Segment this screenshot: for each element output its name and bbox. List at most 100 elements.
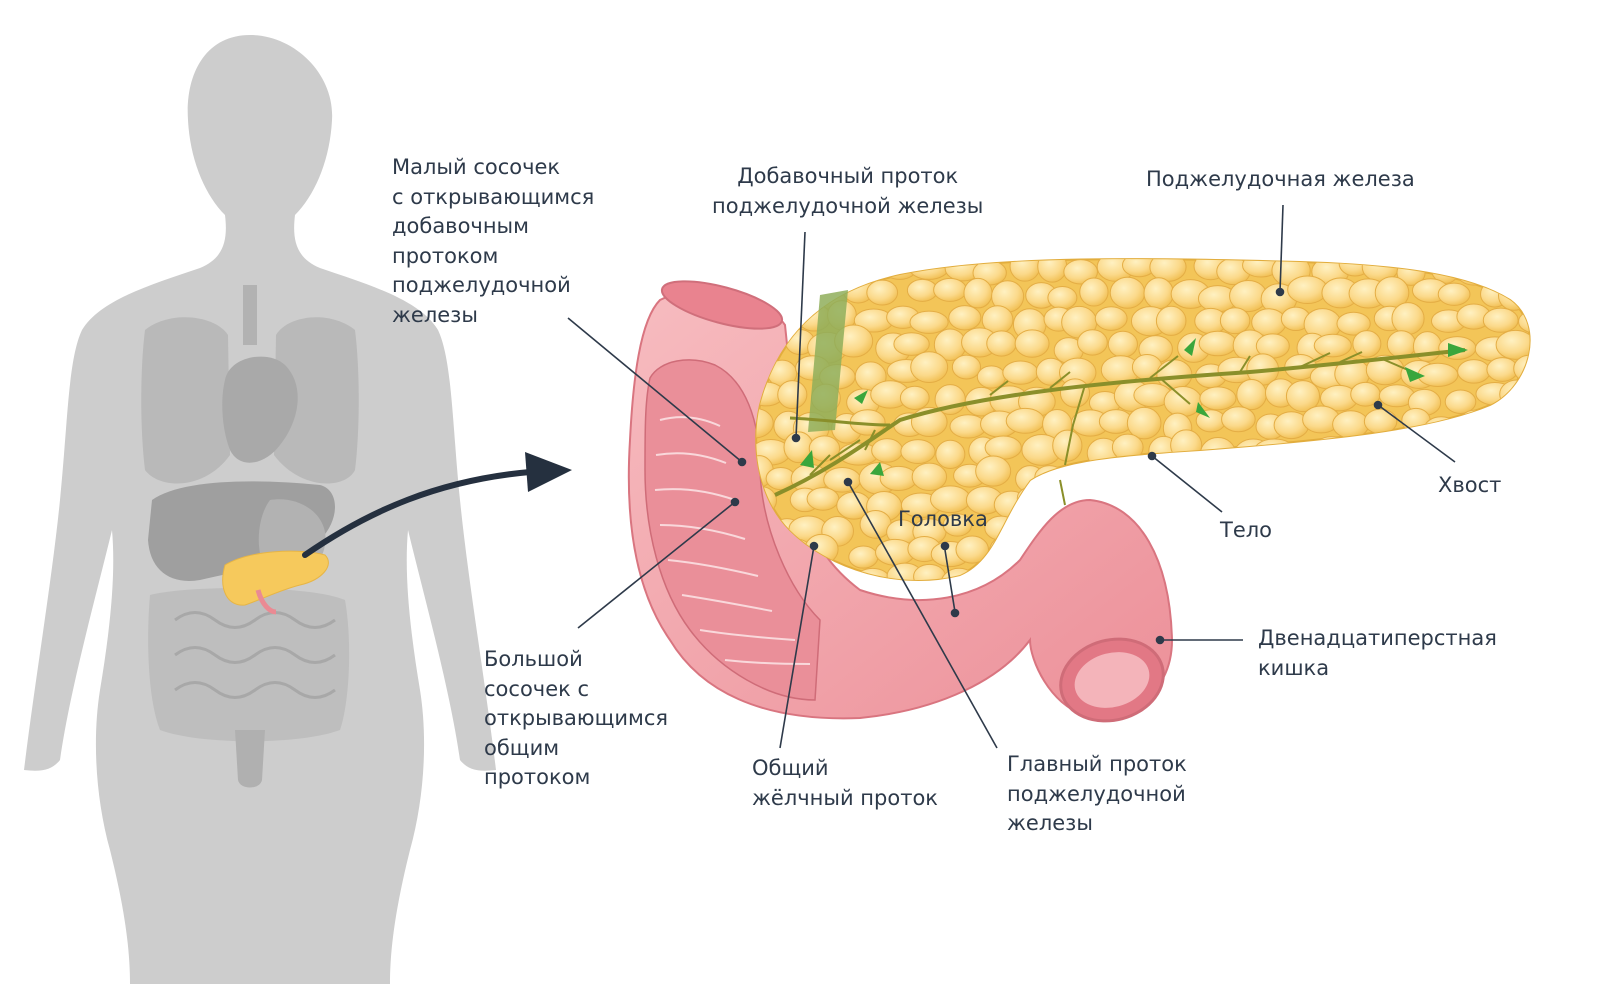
pancreas-lobule (1149, 509, 1191, 543)
pancreas-lobule (1527, 284, 1530, 312)
pancreas-lobule (1401, 407, 1431, 433)
pancreas-lobule (756, 407, 774, 439)
pancreas-lobule (1430, 513, 1465, 540)
pancreas-lobule (1143, 277, 1174, 310)
pancreas-lobule (1077, 329, 1108, 356)
pancreas-lobule (913, 563, 947, 580)
pancreas-lobule (1453, 566, 1495, 580)
pancreas-lobule (1329, 461, 1369, 488)
pancreas-lobule (1237, 488, 1273, 519)
pancreas-lobule (1196, 459, 1226, 492)
pancreas-lobule (1508, 259, 1530, 280)
pancreas-lobule (988, 535, 1022, 568)
label-body: Тело (1220, 518, 1273, 542)
pancreas-lobule (955, 535, 989, 564)
pancreas-lobule (893, 332, 930, 356)
pancreas-lobule (1357, 542, 1393, 569)
pancreas-lobule (1380, 536, 1414, 565)
pancreas-lobule (1200, 437, 1236, 470)
pancreas-lobule (1288, 537, 1319, 565)
pancreas-lobule (1034, 465, 1065, 489)
pancreas-lobule (1499, 379, 1530, 409)
pancreas-lobule (984, 435, 1022, 460)
pancreas-lobule (1068, 461, 1109, 486)
pancreas-lobule (948, 305, 982, 331)
pancreas-lobule (1052, 429, 1083, 462)
pancreas-lobule (1391, 302, 1425, 335)
pancreas-lobule (806, 487, 840, 511)
pancreas-lobule (1511, 459, 1530, 486)
pancreas-lobule (984, 515, 1018, 541)
pancreas-lobule (871, 438, 904, 463)
pancreas-lobule (1059, 378, 1091, 408)
pancreas-lobule (1437, 282, 1471, 306)
pancreas-lobule (829, 259, 865, 277)
pancreas-lobule (1047, 285, 1078, 310)
pancreas-lobule (1513, 354, 1530, 383)
pancreas-lobule (1438, 539, 1475, 567)
label-major-papilla: Большой сосочек с открывающимся общим пр… (484, 647, 669, 789)
pancreas-lobule (1224, 465, 1256, 492)
pancreas-lobule (1016, 486, 1048, 510)
pancreas-lobule (1532, 390, 1562, 414)
pancreas-lobule (1486, 357, 1519, 382)
pancreas-lobule (1525, 540, 1530, 567)
pancreas-lobule (986, 330, 1017, 357)
pancreas-lobule (1444, 389, 1477, 414)
pancreas-lobule (1457, 359, 1491, 384)
pancreas-lobule (1211, 564, 1247, 580)
label-head: Головка (898, 507, 988, 531)
pancreas-lobule (1313, 333, 1352, 358)
pancreas-lobule (1431, 566, 1470, 580)
pancreas-lobule (1369, 457, 1411, 489)
pancreas-lobule (1366, 560, 1396, 580)
pancreas-lobule (899, 385, 930, 410)
pancreas-lobule (933, 277, 967, 302)
pancreas-lobule (1312, 436, 1351, 466)
pancreas-lobule (1479, 259, 1519, 284)
label-main-duct: Главный проток поджелудочной железы (1007, 752, 1187, 835)
pancreas-lobule (1079, 277, 1109, 307)
pancreas-lobule (1520, 514, 1530, 545)
pancreas-lobule (1149, 259, 1187, 282)
pancreas-lobule (1495, 329, 1530, 360)
pancreas-lobule (1005, 407, 1045, 434)
pancreas-lobule (910, 351, 949, 383)
pancreas-lobule (1014, 329, 1050, 358)
pancreas-lobule (1535, 435, 1574, 463)
pancreas-lobule (1406, 566, 1436, 580)
label-tail: Хвост (1438, 473, 1502, 497)
pancreas-lobule (1515, 565, 1530, 580)
pancreas-lobule (879, 465, 918, 492)
pancreas-lobule (1376, 433, 1408, 462)
pancreas-lobule (1537, 330, 1570, 360)
pancreas-lobule (1143, 483, 1178, 511)
pancreas-lobule (1504, 538, 1530, 566)
pancreas-lobule (1382, 487, 1421, 511)
pancreas-lobule (1367, 511, 1403, 538)
pancreas-lobule (1308, 456, 1347, 488)
pancreas-lobule (1482, 307, 1519, 333)
pancreas-lobule (1221, 406, 1256, 433)
pancreas-lobule (1402, 436, 1441, 461)
label-common-bile-duct: Общий жёлчный проток (752, 756, 938, 810)
pancreas-lobule (1412, 537, 1447, 564)
pancreas-lobule (1336, 311, 1371, 336)
pancreas-lobule (1348, 438, 1380, 471)
pancreas-lobule (1488, 560, 1530, 580)
pancreas-lobule (993, 490, 1029, 519)
pancreas-lobule (1287, 275, 1328, 305)
pancreas-lobule (900, 439, 936, 464)
pancreas-lobule (848, 545, 879, 569)
pancreas-lobule (1391, 518, 1429, 547)
pancreas-lobule (1126, 406, 1162, 440)
pancreas-lobule (1286, 515, 1316, 548)
pancreas-lobule (1236, 379, 1267, 411)
pancreas-lobule (1254, 438, 1295, 462)
pancreas-lobule (1423, 416, 1459, 441)
pancreas-lobule (778, 277, 809, 301)
pancreas-lobule (935, 439, 966, 470)
pancreas-lobule (1327, 513, 1368, 537)
pancreas-lobule (1177, 536, 1209, 570)
